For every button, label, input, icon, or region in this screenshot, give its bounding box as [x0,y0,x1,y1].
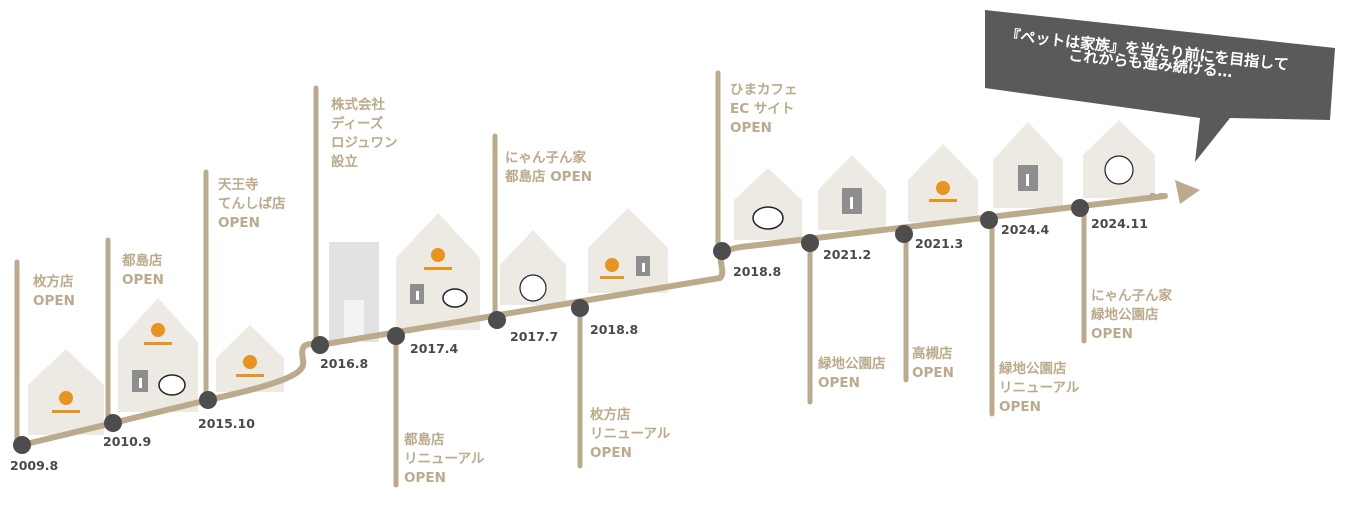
milestone-dot [895,225,913,243]
milestone-label: 株式会社 [331,96,385,113]
milestone: 2021.2 緑地公園店 OPEN [801,234,886,405]
milestone-dot [488,311,506,329]
h-logo-icon [410,284,424,304]
milestone-dot [1071,199,1089,217]
h-logo-icon [842,188,862,214]
milestone-label: OPEN [912,365,954,381]
h-logo-icon [1018,165,1038,191]
milestone-label: 設立 [331,153,358,170]
milestone-label: 都島店 OPEN [504,168,592,185]
milestone-date: 2015.10 [198,416,255,431]
hima-logo-icon [600,258,624,279]
milestone-dot [311,336,329,354]
milestone-date: 2017.4 [410,341,459,356]
hima-logo-icon [52,391,80,413]
milestone-label: OPEN [218,215,260,231]
milestone-label: OPEN [818,375,860,391]
house-icon [396,213,480,330]
hima-logo-icon [929,181,957,202]
h-logo-icon [636,256,650,276]
milestone-label: OPEN [999,399,1041,415]
nyankoronchi-logo-icon [519,274,547,302]
houses [28,120,1155,435]
nyankoronchi-logo-icon [752,206,784,230]
milestone-label: ロジュワン [331,135,398,151]
milestone-date: 2009.8 [10,458,58,473]
nyankoronchi-logo-icon [158,374,186,396]
milestone-label: OPEN [33,293,75,309]
milestone-label: OPEN [404,470,446,486]
milestone-label: 枚方店 [590,406,631,423]
milestone-date: 2017.7 [510,329,558,344]
milestone-date: 2010.9 [103,434,151,449]
nyankoronchi-logo-icon [442,288,468,308]
house-icon [734,168,802,240]
milestone-label: 緑地公園店 [818,355,886,372]
milestone-label: 都島店 [403,431,445,448]
milestone-date: 2018.8 [733,264,781,279]
milestone-label: にゃん子ん家 [1091,287,1172,304]
milestone-dot [199,391,217,409]
milestone: 2018.8 ひまカフェ EC サイト OPEN [713,70,798,279]
milestone-date: 2024.4 [1001,222,1050,237]
h-logo-icon [132,370,148,392]
house-icon [118,298,198,412]
milestone-label: ひまカフェ [730,82,798,98]
milestone-label: 都島店 [121,252,163,269]
hima-logo-icon [236,355,264,377]
milestone-label: 高槻店 [912,345,953,362]
milestone-date: 2021.2 [823,247,871,262]
milestone: 2009.8 枚方店 OPEN [10,259,75,473]
arrow-head-icon [1175,180,1200,204]
milestone-label: OPEN [730,120,772,136]
milestone-dot [387,327,405,345]
milestone-date: 2024.11 [1091,216,1148,231]
milestone-label: リニューアル [999,380,1080,396]
milestone-dot [801,234,819,252]
milestone-label: 緑地公園店 [1091,306,1159,323]
milestone-label: 枚方店 [33,273,74,290]
milestone-dot [713,242,731,260]
house-icon [588,208,668,293]
milestone-label: EC サイト [730,101,794,117]
house-icon [500,230,566,305]
milestone-label: リニューアル [590,426,671,442]
milestone: 2021.3 高槻店 OPEN [895,225,963,383]
nyankoronchi-logo-icon [1104,155,1134,185]
milestone-date: 2018.8 [590,322,638,337]
milestone-label: にゃん子ん家 [505,149,586,166]
milestone-label: てんしば店 [218,195,286,212]
milestone-dot [13,436,31,454]
hima-logo-icon [144,323,172,345]
milestone-label: OPEN [1091,326,1133,342]
milestone-label: リニューアル [404,451,485,467]
milestone-dot [980,211,998,229]
milestone-dot [571,299,589,317]
milestone-date: 2016.8 [320,356,368,371]
milestone-label: OPEN [122,272,164,288]
milestone-label: OPEN [590,445,632,461]
milestone-label: 緑地公園店 [999,360,1067,377]
building-icon [329,242,379,342]
milestone-label: ディーズ [331,115,384,132]
milestone-date: 2021.3 [915,236,963,251]
milestone-dot [104,414,122,432]
logos [52,155,1134,413]
milestone: 2010.9 都島店 OPEN [103,237,164,449]
hima-logo-icon [424,248,452,270]
milestone-label: 天王寺 [218,177,259,193]
